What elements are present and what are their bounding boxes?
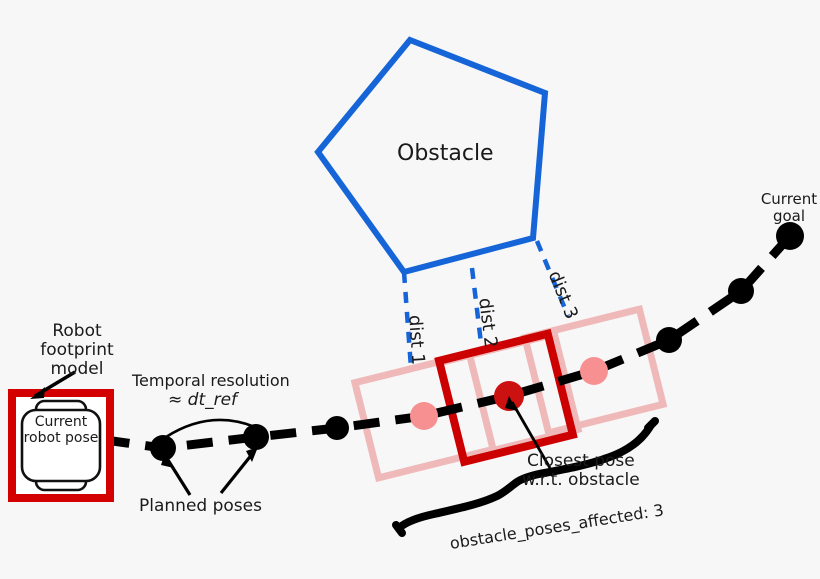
robot-footprint-model-group xyxy=(8,370,114,502)
planned-poses-arrowhead-left xyxy=(161,453,174,468)
dist-line-1 xyxy=(401,271,414,369)
dist-1-label: dist 1 xyxy=(404,314,429,366)
dist-line-2 xyxy=(469,267,484,344)
closest-pose-label: Closest pose w.r.t. obstacle xyxy=(522,451,640,491)
closest-pose-arrow xyxy=(510,401,552,469)
planned-poses-arrow-right xyxy=(219,452,255,494)
temporal-resolution-arc xyxy=(165,418,256,439)
pose-dot-6-affected xyxy=(580,357,608,385)
dist-line-3 xyxy=(534,240,571,317)
pose-dot-current-goal xyxy=(776,222,804,250)
distance-lines-group xyxy=(401,240,571,369)
pose-dot-2 xyxy=(243,424,269,450)
pose-dot-8 xyxy=(728,278,754,304)
planned-poses-label: Planned poses xyxy=(139,496,262,516)
temporal-resolution-value: ≈ dt_ref xyxy=(168,390,238,410)
obstacle-poses-affected-brace xyxy=(395,421,655,532)
planned-path xyxy=(61,233,794,453)
temporal-resolution-label: Temporal resolution xyxy=(132,371,290,390)
pose-dots-group xyxy=(150,222,804,461)
robot-footprint-model-label: Robot footprint model xyxy=(40,321,114,380)
pose-dot-1 xyxy=(150,435,176,461)
planned-poses-arrows xyxy=(161,447,258,496)
current-goal-label: Current goal xyxy=(760,190,818,225)
pose-dot-7 xyxy=(656,327,682,353)
obstacle-polygon xyxy=(314,36,549,276)
pose-dot-4-affected xyxy=(410,402,438,430)
current-robot-pose-label: Current robot pose xyxy=(23,414,99,446)
robot-body xyxy=(20,408,102,483)
brace-tip-left xyxy=(392,521,406,537)
planned-poses-arrowhead-right xyxy=(246,447,258,462)
robot-model-pointer-head xyxy=(30,387,45,399)
obstacle-label: Obstacle xyxy=(397,141,494,166)
closest-pose-arrow-group xyxy=(505,396,552,469)
closest-pose-arrowhead xyxy=(505,396,517,411)
brace-tip-right xyxy=(644,417,659,432)
pose-dot-3 xyxy=(325,416,349,440)
